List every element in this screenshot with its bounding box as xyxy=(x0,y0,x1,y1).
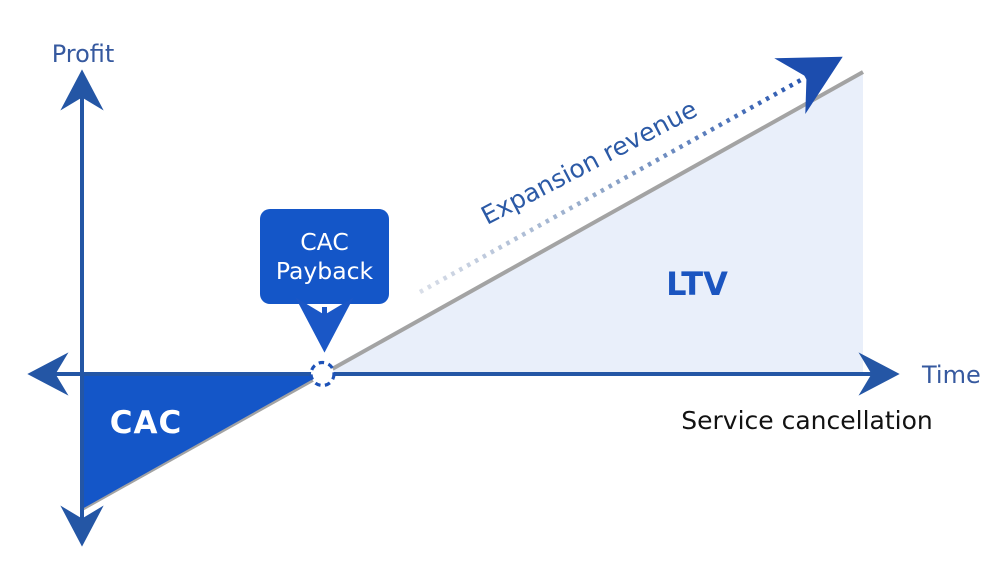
cac-area xyxy=(82,374,322,509)
cac-payback-label-line1: CAC xyxy=(300,228,348,256)
expansion-revenue-arrow xyxy=(418,56,843,294)
ltv-area-label: LTV xyxy=(666,265,728,303)
cac-payback-label-line2: Payback xyxy=(276,257,374,285)
payback-point-circle xyxy=(309,360,336,388)
cac-area-label: CAC xyxy=(110,405,183,441)
cac-payback-box xyxy=(260,209,389,304)
y-axis-label: Profit xyxy=(52,40,115,68)
x-axis-label: Time xyxy=(921,361,981,389)
service-cancellation-label: Service cancellation xyxy=(681,406,932,435)
revenue-line xyxy=(81,70,864,511)
